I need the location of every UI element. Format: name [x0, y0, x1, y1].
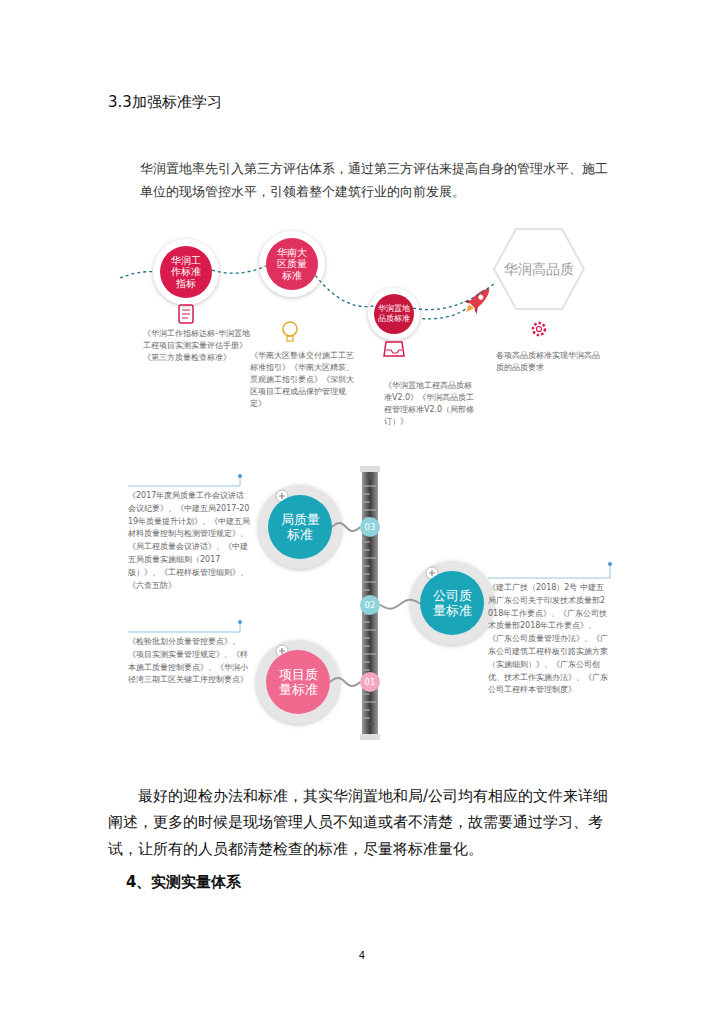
connector: [380, 600, 420, 609]
node-text: 局质量标准: [280, 512, 320, 542]
standard-circle: 局质量标准: [268, 495, 332, 559]
connector-line: [380, 600, 420, 609]
connector-line: [330, 678, 360, 686]
ruler-tick: [364, 566, 370, 567]
document-list: 《2017年度局质量工作会议讲话会议纪要》、《中建五局2017-2019年质量提…: [128, 490, 252, 592]
ruler-tick: [364, 702, 376, 703]
standard-caption: 各项高品质标准实现华润高品质的品质要求: [496, 350, 600, 374]
ruler-tick: [364, 638, 370, 639]
standard-caption: 《华润工作指标达标-华润置地工程项目实测实量评估手册》《第三方质量检查标准》: [143, 328, 251, 364]
node-text: 华南大区质量标准: [273, 247, 311, 281]
connector: [413, 282, 495, 309]
body-paragraph: 最好的迎检办法和标准，其实华润置地和局/公司均有相应的文件来详细阐述，更多的时候…: [108, 783, 620, 862]
node-text: 华润高品质: [497, 261, 581, 278]
standard-circle: 华南大区质量标准: [266, 238, 318, 290]
connector: [315, 275, 376, 306]
ruler-cap: [360, 466, 380, 472]
number-circle: 03: [360, 517, 380, 537]
document-icon: [179, 305, 193, 323]
number-circle: 02: [360, 595, 380, 615]
node-text: 华润工作标准指标: [167, 255, 205, 289]
standard-circle: 华润工作标准指标: [160, 246, 212, 298]
dashed-curve: [120, 272, 158, 278]
connector-line: [332, 523, 360, 531]
document-list: 《检验批划分质量管控要点》、《项目实测实量管理规定》、《样本施工质量控制要点》、…: [128, 636, 252, 687]
node-text: 03: [361, 522, 379, 532]
tray-icon: [384, 342, 404, 356]
ruler-tick: [364, 486, 376, 487]
ruler-tick: [364, 662, 370, 663]
circle-ring: [153, 239, 219, 305]
ruler-cap: [360, 734, 380, 740]
standard-caption: 《华润置地工程高品质标准V2.0》《华润高品质工程管理标准V2.0（局部修订）》: [384, 380, 476, 428]
ruler-tick: [364, 654, 376, 655]
gear-icon: [533, 323, 545, 335]
plus-symbol: [279, 493, 435, 654]
connector: [212, 266, 266, 273]
ruler-tick: [364, 550, 370, 551]
section-heading: 3.3加强标准学习: [108, 93, 222, 112]
node-text: 公司质量标准: [432, 588, 472, 618]
page-number: 4: [352, 950, 372, 962]
ruler-tick: [364, 502, 370, 503]
ruler-tick: [364, 718, 370, 719]
standard-circle: 公司质量标准: [420, 571, 484, 635]
circle-ring: [259, 231, 325, 297]
ruler-tick: [364, 670, 370, 671]
circle-ring: [368, 288, 420, 340]
connector-line: [212, 266, 266, 273]
hexagon-node: 华润高品质: [493, 228, 585, 310]
intro-paragraph: 华润置地率先引入第三方评估体系，通过第三方评估来提高自身的管理水平、施工单位的现…: [140, 158, 620, 204]
section-heading: 4、实测实量体系: [126, 872, 326, 893]
ruler-tick: [364, 574, 370, 575]
node-text: 华润置地品质标准: [378, 304, 410, 323]
document-list: 《建工广技（2018）2号 中建五局广东公司关于印发技术质量部2018年工作要点…: [488, 582, 610, 697]
number-circle: 01: [360, 672, 380, 692]
ruler-tick: [364, 630, 376, 631]
ruler-tick: [364, 558, 376, 559]
plus-badge: [276, 490, 438, 657]
standard-caption: 《华南大区整体交付施工工艺标准指引》《华南大区精装、景观施工指引要点》《深圳大区…: [250, 350, 354, 410]
circle-ring: [256, 640, 340, 724]
circle-ring: [410, 561, 494, 645]
ruler-tick: [364, 710, 370, 711]
standard-circle: 华润置地品质标准: [374, 294, 414, 334]
ruler-tick: [364, 590, 370, 591]
ruler-tick: [364, 542, 370, 543]
ruler-tick: [364, 646, 370, 647]
rocket-icon: [460, 282, 496, 318]
node-text: 02: [361, 600, 379, 610]
hexagon-outline: [494, 229, 584, 309]
ruler-tick: [364, 622, 370, 623]
standard-circle: 项目质量标准: [266, 650, 330, 714]
connector-line: [413, 282, 495, 309]
minus-symbol: [366, 723, 374, 725]
bulb-icon: [283, 322, 297, 341]
plus-symbol: [366, 472, 374, 480]
ruler-tick: [364, 582, 376, 583]
connector-line: [315, 275, 376, 306]
connector: [332, 523, 360, 531]
node-text: 01: [361, 677, 379, 687]
ruler-tick: [364, 694, 370, 695]
connector: [330, 678, 360, 686]
ruler-tick: [364, 494, 370, 495]
ruler-tick: [364, 510, 376, 511]
circle-ring: [258, 485, 342, 569]
node-text: 项目质量标准: [278, 667, 318, 697]
